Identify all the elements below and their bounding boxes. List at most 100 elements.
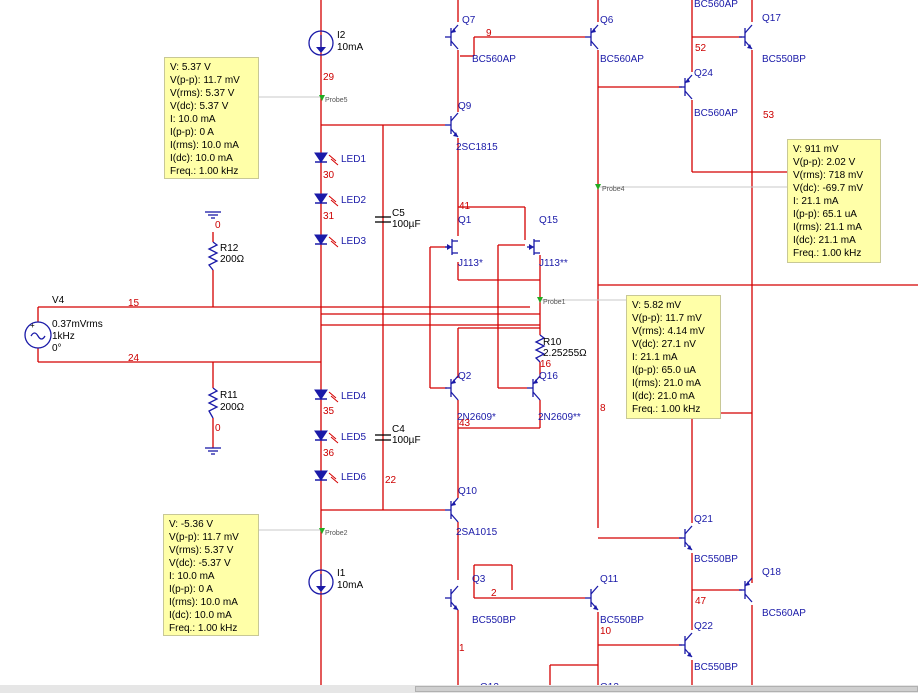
transistor-ref: Q3	[472, 574, 486, 585]
c4-ref: C4	[392, 424, 405, 435]
probe4-marker[interactable]: Probe4	[595, 184, 625, 193]
current-source-i1[interactable]: I1 10mA	[308, 568, 363, 595]
probe2-line: Freq.: 1.00 kHz	[169, 623, 238, 634]
probe4-line: V(p-p): 2.02 V	[793, 157, 856, 168]
led-1[interactable]: LED1	[314, 152, 366, 166]
transistor-ref: Q2	[458, 371, 472, 382]
r10-value: 2.25255Ω	[543, 348, 587, 359]
probe4-line: I(rms): 21.1 mA	[793, 222, 862, 233]
current-source-i2[interactable]: I2 10mA	[308, 30, 363, 56]
led-6[interactable]: LED6	[314, 470, 366, 484]
transistor-model: J113*	[458, 258, 483, 269]
transistor-model: BC550BP	[694, 662, 738, 673]
v4-phase: 0°	[52, 343, 62, 354]
probe5-readout[interactable]: V: 5.37 V V(p-p): 11.7 mV V(rms): 5.37 V…	[164, 57, 259, 179]
transistor-ref: Q16	[539, 371, 558, 382]
voltage-source-v4[interactable]: + V4 0.37mVrms 1kHz 0°	[24, 295, 103, 354]
probe5-marker[interactable]: Probe5	[319, 95, 348, 104]
probe2-readout[interactable]: V: -5.36 V V(p-p): 11.7 mV V(rms): 5.37 …	[163, 514, 259, 636]
net-label: 0	[215, 423, 221, 434]
probe2-line: V: -5.36 V	[169, 519, 214, 530]
transistor-ref: Q9	[458, 101, 472, 112]
probe2-marker[interactable]: Probe2	[319, 528, 348, 537]
v4-freq: 1kHz	[52, 331, 75, 342]
resistor-r10[interactable]: R10 2.25255Ω	[534, 334, 587, 363]
led-label: LED4	[341, 391, 366, 402]
transistor-model: J113**	[539, 258, 568, 269]
probe4-line: I(p-p): 65.1 uA	[793, 209, 857, 220]
v4-amp: 0.37mVrms	[52, 319, 103, 330]
net-label: 9	[486, 28, 492, 39]
net-label: 24	[128, 353, 140, 364]
probe2-line: V(p-p): 11.7 mV	[169, 532, 239, 543]
resistor-r12[interactable]: R12 200Ω	[207, 241, 245, 271]
net-label: 0	[215, 220, 221, 231]
probe2-line: I(dc): 10.0 mA	[169, 610, 232, 621]
transistor-model: BC560AP	[762, 608, 806, 619]
probe1-marker[interactable]: Probe1	[537, 297, 566, 306]
transistor-ref: Q1	[458, 215, 472, 226]
led-5[interactable]: LED5	[314, 430, 366, 444]
transistors: Q7BC560APQ6BC560APQ92SC1815Q1J113*Q15J11…	[445, 0, 806, 685]
horizontal-scrollbar[interactable]	[0, 685, 918, 693]
capacitor-c4[interactable]: C4 100µF	[375, 424, 421, 446]
net-label: 10	[600, 626, 612, 637]
light-arrows-icon	[328, 472, 339, 484]
probe5-line: I(p-p): 0 A	[170, 127, 214, 138]
probe1-readout[interactable]: V: 5.82 mV V(p-p): 11.7 mV V(rms): 4.14 …	[626, 295, 721, 419]
v4-ref: V4	[52, 295, 65, 306]
probe1-line: I(rms): 21.0 mA	[632, 378, 701, 389]
wires	[37, 0, 918, 685]
led-3[interactable]: LED3	[314, 234, 366, 248]
probe1-line: I(dc): 21.0 mA	[632, 391, 695, 402]
transistor-q_top[interactable]: BC560AP	[694, 0, 738, 10]
transistor-model: BC550BP	[762, 54, 806, 65]
probe1-line: Freq.: 1.00 kHz	[632, 404, 701, 415]
net-label: 15	[128, 298, 140, 309]
transistor-q9[interactable]: Q9 2SC1815	[445, 101, 498, 153]
net-label: 29	[323, 72, 335, 83]
transistor-model: BC560AP	[472, 54, 516, 65]
transistor-q16[interactable]: Q16 2N2609**	[527, 371, 581, 423]
probe5-line: V(dc): 5.37 V	[170, 101, 229, 112]
resistor-r11[interactable]: R11 200Ω	[207, 387, 245, 419]
transistor-model: BC550BP	[694, 554, 738, 565]
probe4-readout[interactable]: V: 911 mV V(p-p): 2.02 V V(rms): 718 mV …	[787, 139, 881, 263]
r12-value: 200Ω	[220, 254, 245, 265]
transistor-model: 2SC1815	[456, 142, 498, 153]
transistor-ref: Q12	[480, 682, 499, 685]
scrollbar-thumb[interactable]	[415, 686, 918, 692]
transistor-q12[interactable]: Q12	[480, 682, 499, 685]
led-label: LED1	[341, 154, 366, 165]
probe5-line: V: 5.37 V	[170, 62, 211, 73]
transistor-ref: Q13	[600, 682, 619, 685]
capacitor-c5[interactable]: C5 100µF	[375, 208, 421, 230]
transistor-ref: Q10	[458, 486, 477, 497]
transistor-ref: Q7	[462, 15, 476, 26]
r12-ref: R12	[220, 243, 239, 254]
led-label: LED6	[341, 472, 366, 483]
r11-value: 200Ω	[220, 402, 245, 413]
transistor-q13[interactable]: Q13	[600, 682, 619, 685]
led-4[interactable]: LED4	[314, 389, 366, 403]
transistor-model: 2N2609**	[538, 412, 581, 423]
probe5-line: Freq.: 1.00 kHz	[170, 166, 239, 177]
probe4-line: Freq.: 1.00 kHz	[793, 248, 862, 259]
c5-value: 100µF	[392, 219, 421, 230]
led-2[interactable]: LED2	[314, 193, 366, 207]
